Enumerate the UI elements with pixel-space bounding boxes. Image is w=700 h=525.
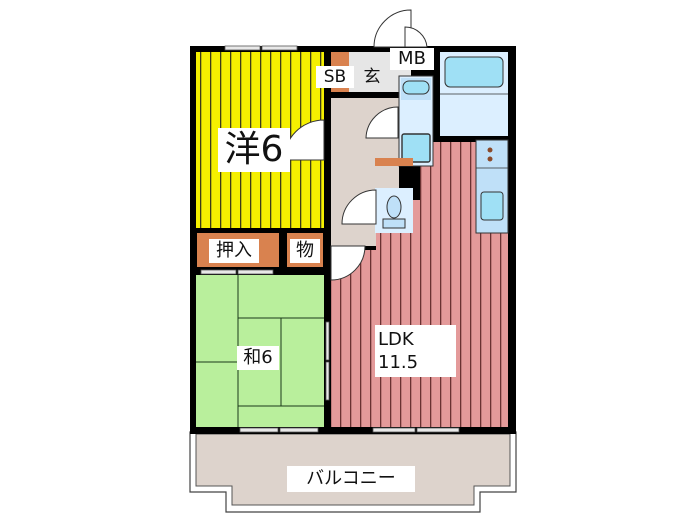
meterbox-label: MB — [390, 48, 434, 70]
entrance-label: 玄 — [363, 66, 381, 87]
ldk-label: LDK 11.5 — [375, 325, 456, 377]
storage-label: 物 — [290, 239, 320, 263]
windows — [200, 45, 460, 433]
shoebox-label: SB — [316, 66, 354, 88]
kitchen-counter — [475, 139, 509, 234]
doors — [283, 9, 428, 281]
bathroom — [440, 52, 508, 136]
oshiire-label: 押入 — [209, 239, 259, 263]
western-room-label: 洋6 — [218, 128, 290, 172]
ldk-label-name: LDK — [378, 329, 414, 350]
washroom — [398, 75, 434, 167]
ldk-label-size: 11.5 — [378, 352, 419, 373]
toilet-room — [375, 158, 413, 233]
japanese-room-label: 和6 — [237, 346, 279, 370]
balcony-label: バルコニー — [287, 466, 415, 492]
